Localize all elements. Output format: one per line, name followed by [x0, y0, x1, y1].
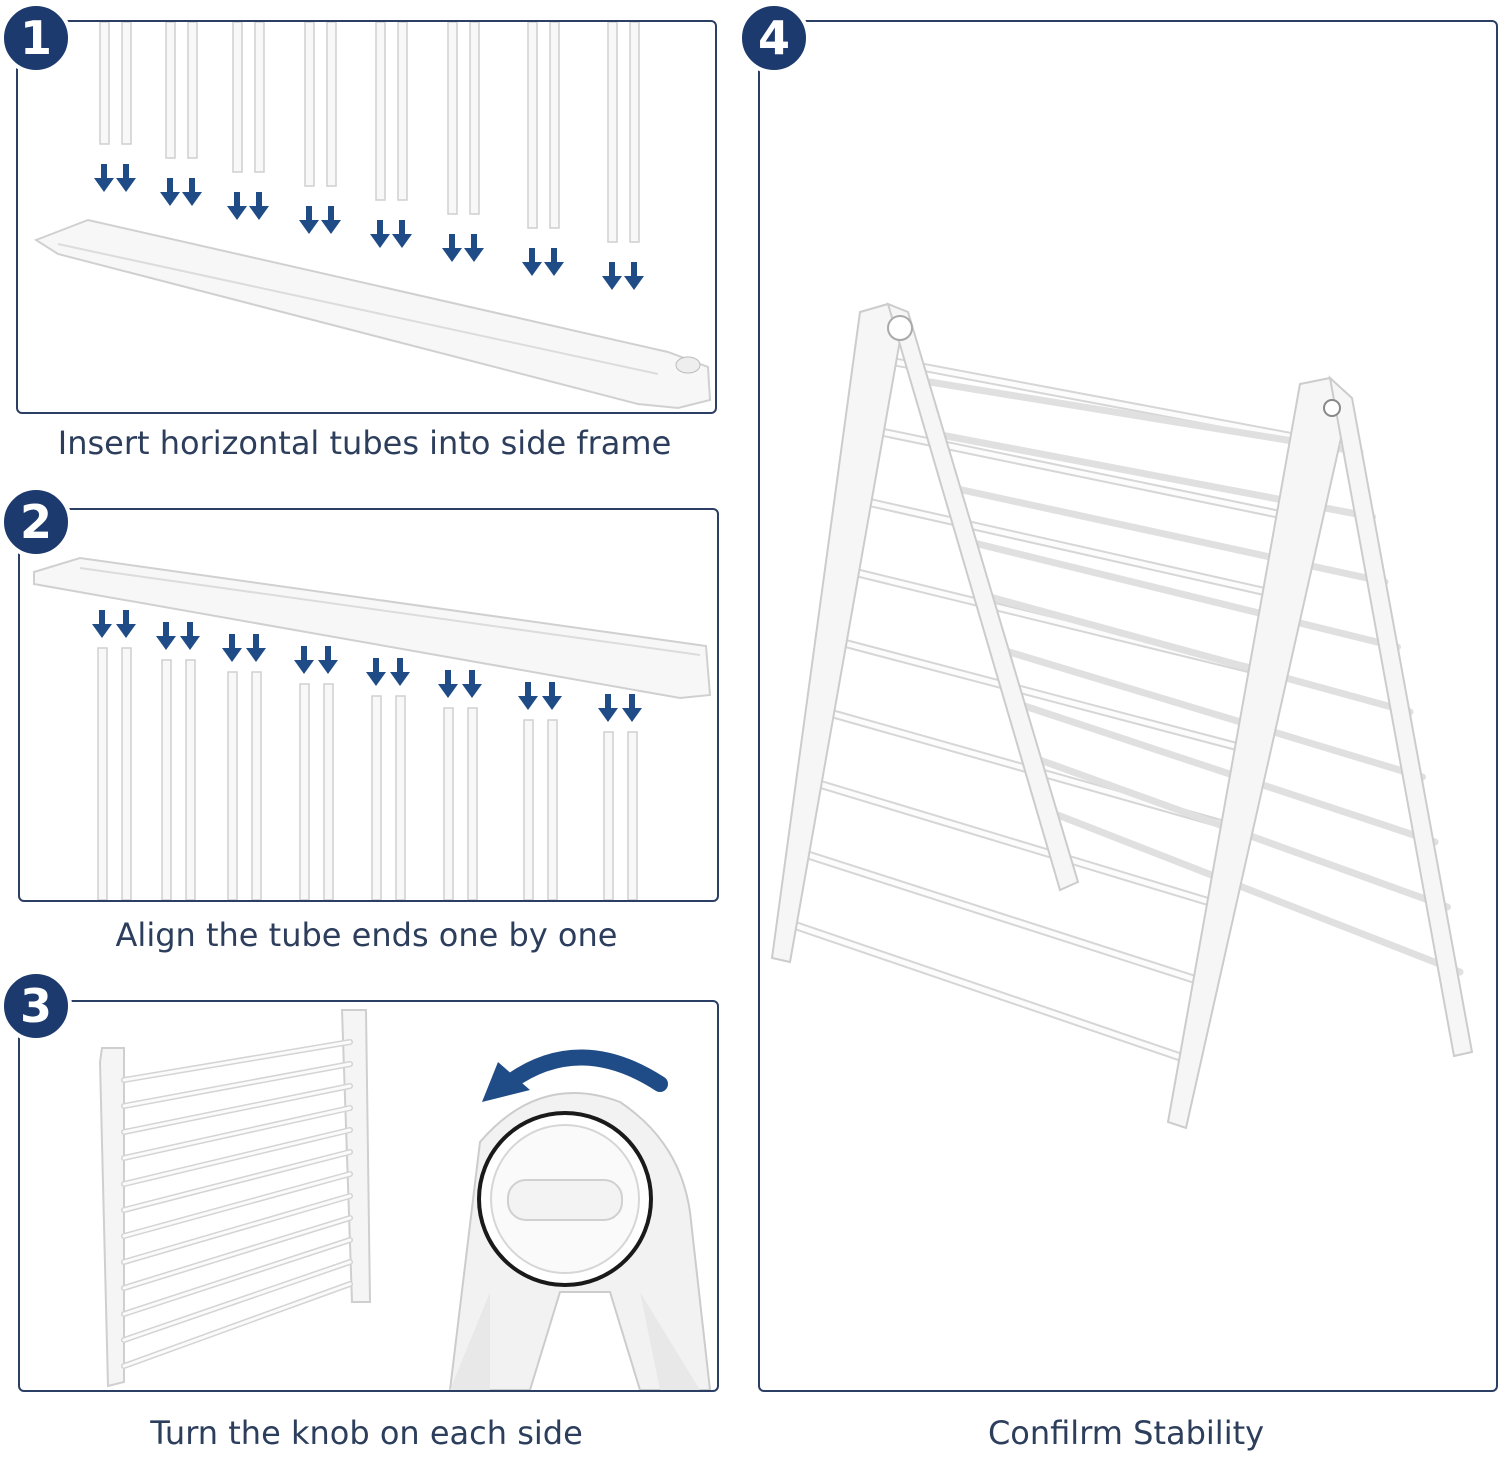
arrow-icon — [227, 192, 247, 220]
up-arrows — [92, 610, 642, 722]
step-3-panel — [18, 1000, 719, 1392]
assembled-drying-rack — [770, 302, 1474, 1130]
knob-closeup — [448, 1092, 712, 1390]
arrow-icon — [94, 164, 114, 192]
rotate-arrow-icon — [502, 1049, 668, 1092]
arrow-icon — [370, 220, 390, 248]
arrow-icon — [544, 248, 564, 276]
arrow-icon — [442, 234, 462, 262]
step-4-panel — [758, 20, 1498, 1392]
step-2-illustration — [33, 556, 712, 900]
step-2-caption: Align the tube ends one by one — [115, 916, 618, 954]
knob-icon — [507, 1179, 623, 1221]
arrow-icon — [294, 646, 314, 674]
arrow-icon — [299, 206, 319, 234]
step-3-illustration — [98, 1009, 712, 1390]
arrow-icon — [518, 682, 538, 710]
arrow-icon — [438, 670, 458, 698]
arrow-icon — [598, 694, 618, 722]
arrow-icon — [366, 658, 386, 686]
down-arrows — [94, 164, 644, 290]
arrow-icon — [462, 670, 482, 698]
arrow-icon — [156, 622, 176, 650]
arrow-icon — [116, 164, 136, 192]
arrow-icon — [160, 178, 180, 206]
arrow-icon — [116, 610, 136, 638]
step-1-caption: Insert horizontal tubes into side frame — [57, 424, 672, 462]
step-1-panel — [16, 20, 717, 414]
arrow-icon — [602, 262, 622, 290]
arrow-icon — [542, 682, 562, 710]
vertical-tubes — [97, 647, 638, 900]
step-2-panel — [18, 508, 719, 902]
step-2-badge: 2 — [0, 486, 72, 558]
arrow-icon — [392, 220, 412, 248]
arrow-icon — [249, 192, 269, 220]
step-1-badge: 1 — [0, 2, 72, 74]
arrow-icon — [182, 178, 202, 206]
arrow-icon — [390, 658, 410, 686]
arrow-icon — [246, 634, 266, 662]
rack-side-view — [98, 1009, 372, 1388]
arrow-icon — [222, 634, 242, 662]
step-4-illustration — [770, 302, 1474, 1130]
step-4-caption: Confilrm Stability — [987, 1414, 1265, 1452]
step-3-caption: Turn the knob on each side — [150, 1414, 583, 1452]
arrow-icon — [622, 694, 642, 722]
arrow-icon — [318, 646, 338, 674]
arrow-icon — [624, 262, 644, 290]
arrow-icon — [522, 248, 542, 276]
side-frame — [33, 218, 712, 410]
side-frame — [33, 556, 712, 700]
arrow-icon — [180, 622, 200, 650]
step-4-badge: 4 — [738, 2, 810, 74]
step-1-illustration — [33, 22, 712, 410]
step-3-badge: 3 — [0, 970, 72, 1042]
arrow-icon — [92, 610, 112, 638]
vertical-tubes — [99, 22, 640, 243]
arrow-icon — [464, 234, 484, 262]
arrow-icon — [321, 206, 341, 234]
